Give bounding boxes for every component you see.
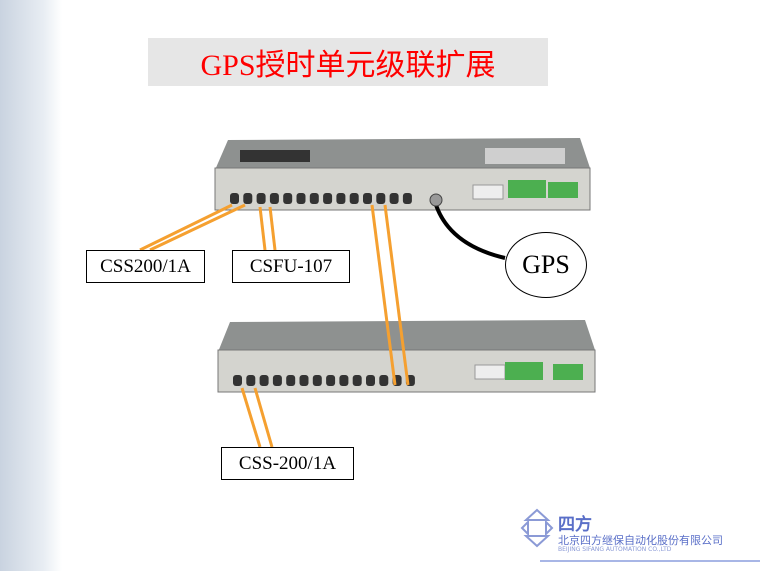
- fiber-port: [296, 193, 306, 204]
- fiber-port: [389, 193, 399, 204]
- label-css-200-1a: CSS-200/1A: [221, 447, 354, 480]
- fiber-port: [233, 375, 242, 386]
- title-box: GPS授时单元级联扩展: [148, 38, 548, 86]
- fiber-port: [366, 375, 375, 386]
- sifang-logo-icon: [520, 508, 554, 548]
- fiber-port: [376, 193, 386, 204]
- fiber-port: [336, 193, 346, 204]
- gps-unit-1: [214, 138, 591, 211]
- label-css200-1a: CSS200/1A: [86, 250, 205, 283]
- fiber-port: [269, 193, 279, 204]
- fiber-port: [349, 193, 359, 204]
- fiber-port: [286, 375, 296, 386]
- company-logo: 四方 北京四方继保自动化股份有限公司 BEIJING SIFANG AUTOMA…: [520, 508, 760, 563]
- fiber-port: [326, 375, 336, 386]
- fiber-port: [352, 375, 362, 386]
- fiber-cables: [139, 203, 410, 448]
- fiber-port: [230, 193, 239, 204]
- logo-company-en: BEIJING SIFANG AUTOMATION CO.,LTD: [558, 546, 672, 553]
- fiber-port: [246, 375, 256, 386]
- fiber-port: [323, 193, 333, 204]
- label-csfu-107: CSFU-107: [232, 250, 350, 283]
- fiber-port: [402, 193, 412, 204]
- gps-antenna-cable: [434, 204, 506, 260]
- logo-company-cn: 北京四方继保自动化股份有限公司: [558, 534, 723, 547]
- fiber-port: [309, 193, 319, 204]
- fiber-port: [339, 375, 349, 386]
- fiber-port: [243, 193, 253, 204]
- background-photo-strip: [0, 0, 62, 571]
- logo-name: 四方: [558, 515, 592, 535]
- fiber-port: [283, 193, 293, 204]
- fiber-port: [312, 375, 322, 386]
- logo-divider: [540, 560, 760, 562]
- fiber-port: [299, 375, 309, 386]
- fiber-port: [259, 375, 269, 386]
- fiber-port: [363, 193, 372, 204]
- fiber-port: [379, 375, 389, 386]
- gps-antenna-ellipse: GPS: [505, 232, 587, 298]
- fiber-port: [256, 193, 266, 204]
- slide-title: GPS授时单元级联扩展: [200, 49, 496, 82]
- fiber-port: [272, 375, 282, 386]
